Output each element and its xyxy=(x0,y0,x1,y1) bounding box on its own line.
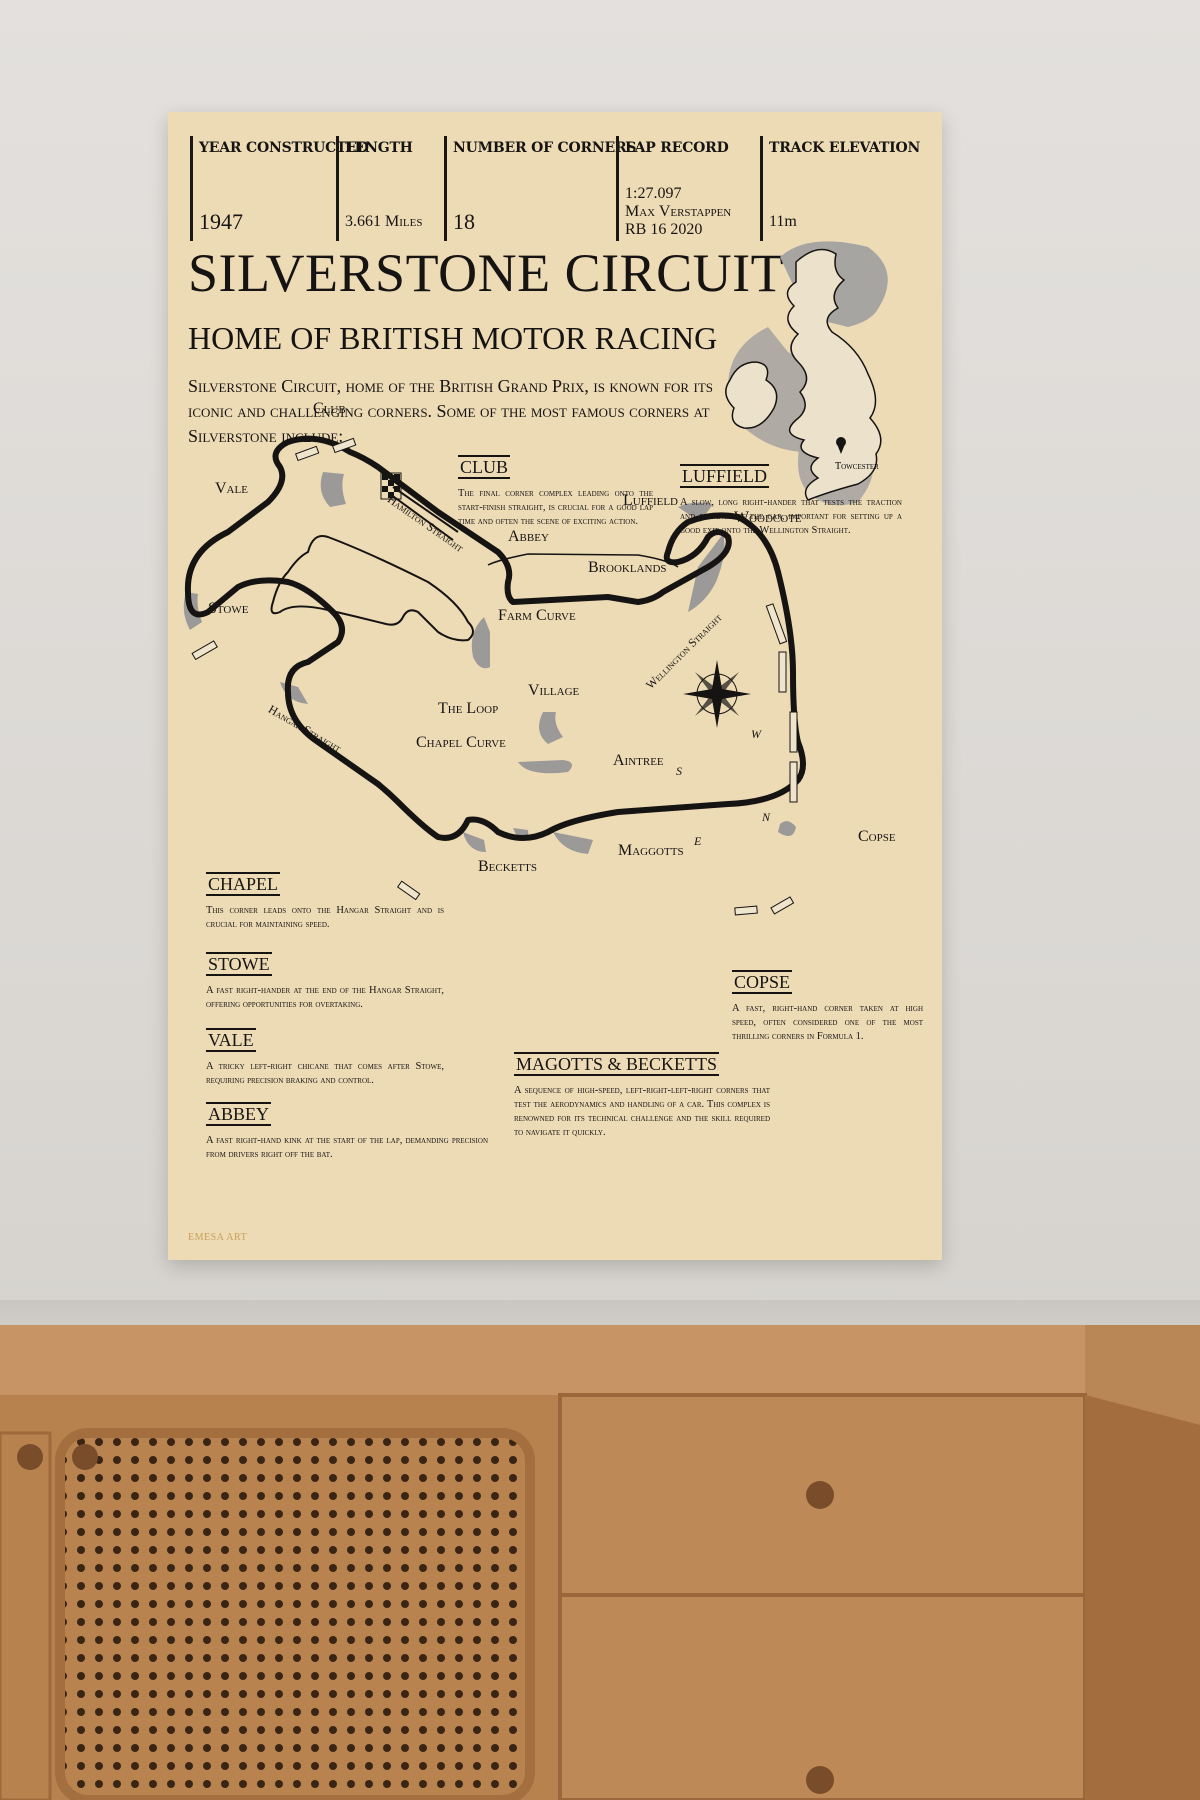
intro-text: Silverstone Circuit, home of the British… xyxy=(188,376,714,446)
runoff-areas xyxy=(183,472,796,854)
stat-label: YEAR CONSTRUCTED xyxy=(199,140,369,156)
label-aintree: Aintree xyxy=(613,752,664,769)
stat-value: 3.661 Miles xyxy=(345,213,423,230)
card-chapel: CHAPEL This corner leads onto the Hangar… xyxy=(206,872,444,932)
label-vale: Vale xyxy=(215,480,248,497)
card-copse: COPSE A fast, right-hand corner taken at… xyxy=(732,970,923,1044)
poster-subtitle: HOME OF BRITISH MOTOR RACING xyxy=(188,320,718,356)
rattan-panel xyxy=(55,1428,535,1800)
compass-w: W xyxy=(751,727,761,741)
label-club: Club xyxy=(313,400,346,417)
card-club: CLUB The final corner complex leading on… xyxy=(458,455,653,529)
card-stowe: STOWE A fast right-hander at the end of … xyxy=(206,952,444,1012)
cabinet-side xyxy=(1085,1395,1200,1800)
pit-lane xyxy=(392,486,459,533)
label-copse: Copse xyxy=(858,828,896,845)
stat-elevation: TRACK ELEVATION 11m xyxy=(760,136,923,241)
card-title: CLUB xyxy=(458,455,511,479)
card-luffield: LUFFIELD A slow, long right-hander that … xyxy=(680,464,902,538)
stat-value: 11m xyxy=(769,213,797,230)
pit-lane-inner xyxy=(389,493,454,541)
left-door-knob[interactable] xyxy=(17,1444,43,1470)
card-text: A fast right-hand kink at the start of t… xyxy=(206,1135,488,1160)
label-becketts: Becketts xyxy=(478,858,537,875)
left-door xyxy=(0,1431,52,1800)
card-text: A slow, long right-hander that tests the… xyxy=(680,497,902,536)
inner-track xyxy=(270,535,474,642)
card-title: MAGOTTS & BECKETTS xyxy=(514,1052,720,1076)
right-door-knob[interactable] xyxy=(72,1444,98,1470)
label-the-loop: The Loop xyxy=(438,700,499,717)
poster: YEAR CONSTRUCTED 1947 LENGTH 3.661 Miles… xyxy=(168,112,942,1260)
card-title: CHAPEL xyxy=(206,872,281,896)
compass-e: E xyxy=(694,834,702,848)
stat-label: LENGTH xyxy=(345,140,413,156)
card-magotts-becketts: MAGOTTS & BECKETTS A sequence of high-sp… xyxy=(514,1052,770,1140)
label-village: Village xyxy=(528,682,580,699)
card-vale: VALE A tricky left-right chicane that co… xyxy=(206,1028,444,1088)
stat-corners: NUMBER OF CORNERS 18 xyxy=(444,136,637,241)
compass-n: N xyxy=(762,810,771,824)
label-abbey: Abbey xyxy=(508,528,549,545)
card-text: The final corner complex leading onto th… xyxy=(458,488,653,527)
stats-bar: YEAR CONSTRUCTED 1947 LENGTH 3.661 Miles… xyxy=(190,136,920,241)
top-drawer-knob[interactable] xyxy=(806,1481,834,1509)
compass-rose xyxy=(683,660,751,728)
brand-logo: EMESA ART xyxy=(188,1232,248,1243)
card-text: A fast, right-hand corner taken at high … xyxy=(732,1003,923,1042)
stat-value: 1:27.097 Max Verstappen RB 16 2020 xyxy=(625,185,732,238)
card-abbey: ABBEY A fast right-hand kink at the star… xyxy=(206,1102,488,1162)
start-finish-flag xyxy=(380,472,402,500)
card-title: ABBEY xyxy=(206,1102,272,1126)
card-title: LUFFIELD xyxy=(680,464,769,488)
label-stowe: Stowe xyxy=(208,600,249,617)
label-maggotts: Maggotts xyxy=(618,842,684,859)
card-title: VALE xyxy=(206,1028,256,1052)
track-outline xyxy=(184,435,806,841)
wellington-link xyxy=(487,553,679,568)
stat-label: NUMBER OF CORNERS xyxy=(453,140,637,156)
stat-value: 1947 xyxy=(199,209,243,234)
map-artwork: Towcester xyxy=(183,241,888,916)
label-brooklands: Brooklands xyxy=(588,559,667,576)
compass-s: S xyxy=(676,764,682,778)
card-text: A tricky left-right chicane that comes a… xyxy=(206,1061,444,1086)
card-title: COPSE xyxy=(732,970,793,994)
label-chapel-curve: Chapel Curve xyxy=(416,734,506,751)
poster-title: SILVERSTONE CIRCUIT xyxy=(188,243,785,303)
uk-map xyxy=(725,241,888,506)
stat-label: TRACK ELEVATION xyxy=(769,140,921,156)
cabinet-top xyxy=(0,1325,1085,1395)
stat-length: LENGTH 3.661 Miles xyxy=(336,136,439,241)
map-town-label: Towcester xyxy=(835,461,879,472)
stat-label: LAP RECORD xyxy=(625,140,729,156)
label-farm-curve: Farm Curve xyxy=(498,607,576,624)
label-woodcote: Woodcote xyxy=(734,509,802,526)
sideboard xyxy=(0,1325,1200,1800)
stat-value: 18 xyxy=(453,209,475,234)
card-text: This corner leads onto the Hangar Straig… xyxy=(206,905,444,930)
card-text: A fast right-hander at the end of the Ha… xyxy=(206,985,444,1010)
barriers xyxy=(191,437,798,916)
card-text: A sequence of high-speed, left-right-lef… xyxy=(514,1085,770,1138)
stat-year: YEAR CONSTRUCTED 1947 xyxy=(190,136,369,241)
label-luffield: Luffield xyxy=(623,492,678,509)
bottom-drawer-knob[interactable] xyxy=(806,1766,834,1794)
card-title: STOWE xyxy=(206,952,272,976)
stat-lap-record: LAP RECORD 1:27.097 Max Verstappen RB 16… xyxy=(616,136,757,241)
